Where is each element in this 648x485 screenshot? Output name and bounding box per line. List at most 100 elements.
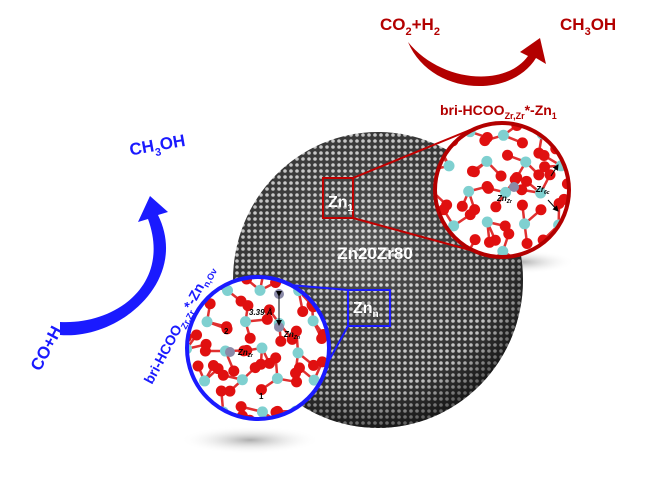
bond bbox=[624, 223, 632, 242]
oxygen-atom bbox=[327, 442, 338, 453]
zinc-atom bbox=[509, 182, 519, 192]
marker-2: 2 bbox=[224, 327, 229, 336]
oxygen-atom bbox=[483, 236, 495, 248]
oxygen-atom bbox=[584, 228, 595, 239]
oxygen-atom bbox=[160, 422, 171, 433]
oxygen-atom bbox=[215, 385, 227, 397]
oxygen-atom bbox=[181, 419, 192, 430]
zirconium-atom bbox=[448, 220, 460, 232]
zirconium-atom bbox=[165, 374, 176, 385]
oxygen-atom bbox=[161, 268, 172, 279]
oxygen-atom bbox=[165, 281, 176, 292]
bond bbox=[206, 263, 222, 268]
bond bbox=[523, 281, 537, 296]
oxygen-atom bbox=[618, 198, 629, 209]
oxygen-atom bbox=[159, 455, 170, 466]
zirconium-atom bbox=[625, 280, 636, 291]
oxygen-atom bbox=[228, 365, 240, 377]
zirconium-atom bbox=[519, 218, 531, 230]
zirconium-atom bbox=[552, 276, 563, 287]
particle-label: Zn20Zr80 bbox=[337, 244, 413, 263]
oxygen-atom bbox=[201, 417, 213, 418]
bond bbox=[614, 134, 631, 135]
svg-text:Znn: Znn bbox=[353, 300, 379, 320]
zirconium-atom bbox=[605, 187, 616, 198]
oxygen-atom bbox=[316, 356, 328, 368]
zirconium-atom bbox=[626, 217, 637, 228]
bond bbox=[379, 93, 393, 104]
oxygen-atom bbox=[563, 77, 574, 88]
bond bbox=[594, 166, 609, 176]
oxygen-atom bbox=[224, 385, 236, 397]
zirconium-atom bbox=[236, 374, 248, 386]
bond bbox=[379, 103, 394, 118]
zirconium-atom bbox=[188, 403, 193, 415]
oxygen-atom bbox=[588, 254, 599, 265]
oxygen-atom bbox=[366, 433, 377, 444]
zirconium-atom bbox=[409, 96, 420, 107]
oxygen-atom bbox=[554, 124, 566, 133]
co2-product-label: CH3OH bbox=[560, 15, 616, 38]
oxygen-atom bbox=[605, 285, 616, 296]
zirconium-atom bbox=[382, 435, 393, 446]
bond bbox=[436, 129, 454, 142]
oxygen-atom bbox=[275, 335, 287, 347]
bond bbox=[388, 440, 406, 444]
bond bbox=[155, 283, 169, 291]
bond bbox=[155, 413, 166, 427]
zirconium-atom bbox=[535, 187, 547, 199]
oxygen-atom bbox=[495, 170, 507, 182]
red-connector bbox=[352, 129, 471, 179]
oxygen-atom bbox=[606, 279, 617, 290]
zirconium-atom bbox=[481, 155, 493, 167]
bond bbox=[559, 126, 568, 136]
oxygen-atom bbox=[552, 235, 564, 247]
oxygen-atom bbox=[188, 386, 192, 398]
oxygen-atom bbox=[456, 200, 468, 212]
bond bbox=[610, 192, 625, 200]
oxygen-atom bbox=[575, 160, 586, 171]
zirconium-atom bbox=[256, 342, 268, 354]
oxygen-atom bbox=[581, 118, 592, 129]
oxygen-atom bbox=[434, 83, 445, 94]
oxygen-atom bbox=[608, 222, 619, 233]
bond bbox=[206, 260, 226, 263]
oxygen-atom bbox=[223, 259, 234, 270]
zn-zn-label: ZnZn bbox=[283, 330, 300, 341]
zirconium-atom bbox=[188, 343, 193, 355]
oxygen-atom bbox=[516, 137, 528, 149]
bond bbox=[352, 438, 367, 450]
zirconium-atom bbox=[588, 277, 599, 288]
bond bbox=[587, 102, 594, 123]
oxygen-atom bbox=[188, 278, 189, 280]
oxygen-atom bbox=[579, 78, 590, 89]
oxygen-atom bbox=[274, 417, 286, 418]
oxygen-atom bbox=[533, 169, 545, 181]
bond bbox=[581, 269, 593, 282]
oxygen-atom bbox=[238, 345, 250, 357]
oxygen-atom bbox=[629, 263, 640, 274]
zirconium-atom bbox=[163, 437, 174, 448]
oxygen-atom bbox=[345, 449, 356, 460]
bond bbox=[613, 223, 631, 228]
oxygen-atom bbox=[625, 135, 636, 146]
oxygen-atom bbox=[261, 313, 273, 325]
oxygen-atom bbox=[270, 352, 282, 364]
oxygen-atom bbox=[576, 263, 587, 274]
bond bbox=[188, 401, 206, 410]
bond bbox=[137, 413, 155, 420]
zirconium-atom bbox=[240, 316, 252, 328]
oxygen-atom bbox=[615, 201, 626, 212]
oxygen-atom bbox=[199, 345, 211, 357]
zirconium-atom bbox=[497, 245, 509, 256]
oxygen-atom bbox=[378, 108, 389, 119]
bond bbox=[614, 134, 627, 146]
zirconium-atom bbox=[497, 129, 509, 141]
bond bbox=[139, 410, 155, 414]
oxygen-atom bbox=[309, 451, 320, 462]
oxygen-atom bbox=[316, 332, 328, 344]
oxygen-atom bbox=[520, 77, 531, 88]
zirconium-atom bbox=[254, 284, 266, 296]
oxygen-atom bbox=[357, 88, 368, 99]
